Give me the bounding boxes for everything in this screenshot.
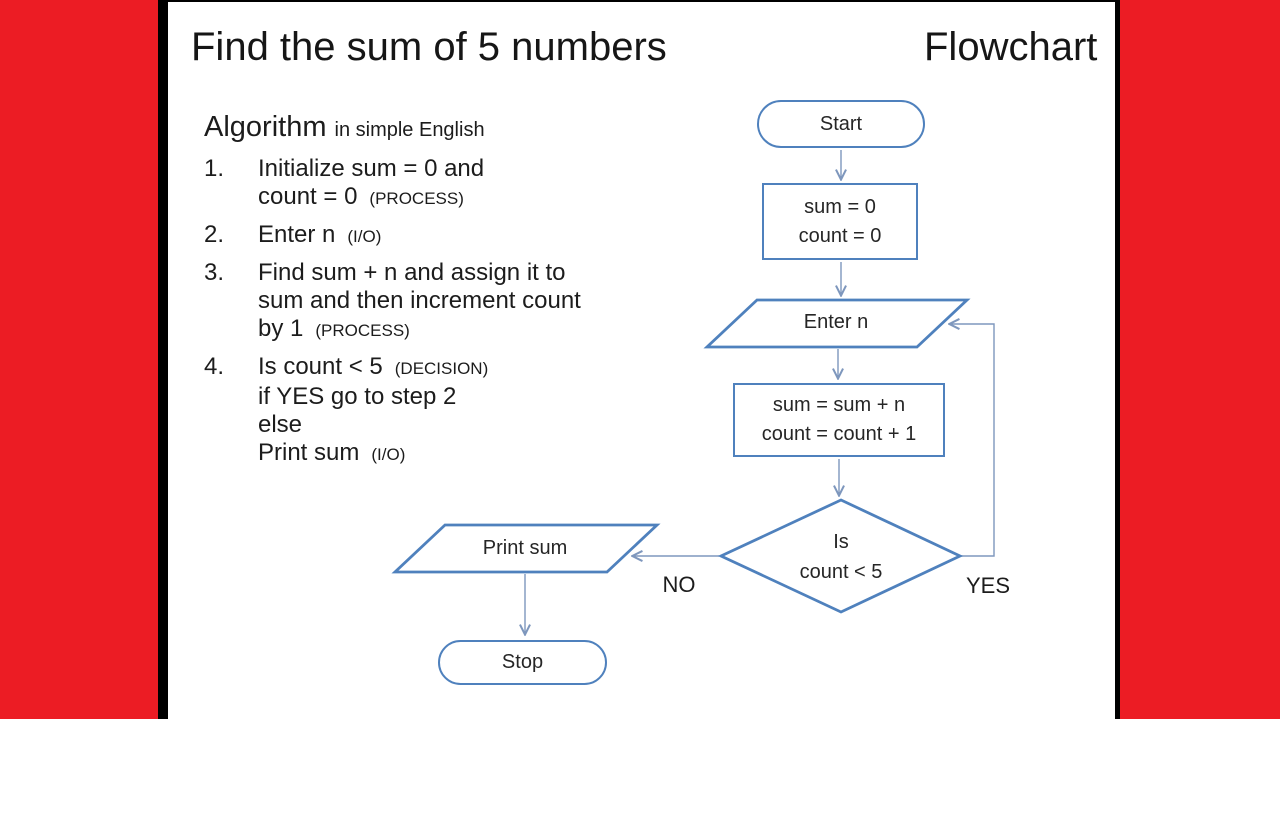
algorithm-steps: 1. Initialize sum = 0 and count = 0(PROC… xyxy=(204,155,704,469)
step-note: (PROCESS) xyxy=(369,189,464,208)
black-strip-right xyxy=(1115,0,1120,719)
step-number: 4. xyxy=(204,353,225,380)
step-line: count = 0(PROCESS) xyxy=(258,183,464,210)
input-parallelogram xyxy=(703,298,971,349)
step-line: Enter n(I/O) xyxy=(258,221,382,248)
stop-label: Stop xyxy=(501,651,544,673)
step-number: 3. xyxy=(204,259,225,286)
step-line: Print sum(I/O) xyxy=(258,439,406,466)
step-line: Initialize sum = 0 and xyxy=(258,155,485,182)
init-line1: sum = 0 xyxy=(804,195,876,218)
step-note: (PROCESS) xyxy=(315,321,410,340)
slide-title: Find the sum of 5 numbers xyxy=(191,25,667,69)
decision-label: Is count < 5 xyxy=(761,527,921,587)
algorithm-heading: Algorithm in simple English xyxy=(204,110,704,147)
step-line: Find sum + n and assign it to xyxy=(258,259,566,286)
step-line: by 1(PROCESS) xyxy=(258,315,410,342)
stop-terminator: Stop xyxy=(438,640,607,685)
algorithm-heading-text: Algorithm xyxy=(204,111,327,143)
decision-line1: Is xyxy=(833,531,849,553)
step-line: if YES go to step 2 xyxy=(258,383,457,410)
algorithm-heading-note: in simple English xyxy=(334,119,485,141)
no-branch-label: NO xyxy=(662,572,696,597)
step-note: (I/O) xyxy=(347,227,382,246)
accumulate-process-box: sum = sum + n count = count + 1 xyxy=(733,383,945,457)
step-line: else xyxy=(258,411,303,438)
decision-line2: count < 5 xyxy=(799,561,883,583)
start-label: Start xyxy=(819,112,863,135)
algorithm-panel: Algorithm in simple English 1. Initialize… xyxy=(204,110,704,477)
yes-branch-label: YES xyxy=(965,573,1011,598)
step-note: (I/O) xyxy=(371,445,406,464)
output-label: Print sum xyxy=(482,537,568,559)
top-border-line xyxy=(168,0,1115,2)
connector-yes-loop xyxy=(950,324,995,557)
decision-diamond xyxy=(717,498,964,614)
output-parallelogram xyxy=(391,523,661,574)
red-band-right xyxy=(1120,0,1280,719)
accumulate-line1: sum = sum + n xyxy=(772,394,906,416)
input-label: Enter n xyxy=(803,311,869,333)
step-line: sum and then increment count xyxy=(258,287,581,314)
step-number: 2. xyxy=(204,221,225,248)
algorithm-step-3: 3. Find sum + n and assign it to sum and… xyxy=(204,259,704,345)
algorithm-step-1: 1. Initialize sum = 0 and count = 0(PROC… xyxy=(204,155,704,213)
algorithm-step-4: 4. Is count < 5(DECISION) if YES go to s… xyxy=(204,353,704,469)
accumulate-line2: count = count + 1 xyxy=(761,423,917,445)
step-note: (DECISION) xyxy=(394,359,489,378)
start-terminator: Start xyxy=(757,100,925,148)
algorithm-step-2: 2. Enter n(I/O) xyxy=(204,221,704,251)
init-line2: count = 0 xyxy=(798,224,882,247)
black-strip-left xyxy=(158,0,168,719)
step-number: 1. xyxy=(204,155,225,182)
step-line: Is count < 5(DECISION) xyxy=(258,353,489,380)
corner-label: Flowchart xyxy=(924,25,1098,69)
init-process-box: sum = 0 count = 0 xyxy=(762,183,918,260)
red-band-left xyxy=(0,0,158,719)
